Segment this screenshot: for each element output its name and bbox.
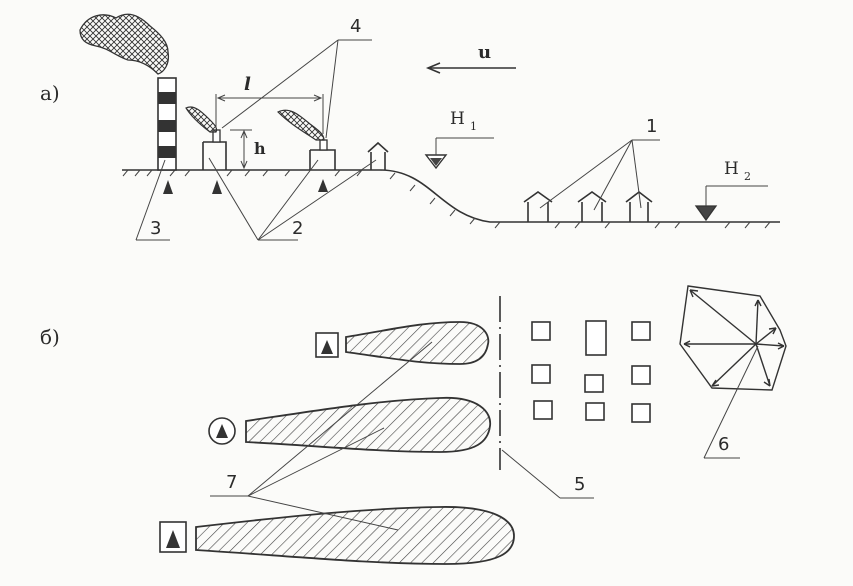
pollution-plume-middle bbox=[245, 397, 491, 453]
distance-dimension bbox=[215, 94, 324, 134]
source-middle bbox=[208, 417, 236, 445]
wind-label: u bbox=[478, 42, 491, 63]
level2-label: H bbox=[724, 159, 739, 179]
callout-4: 4 bbox=[350, 16, 361, 37]
monitoring-posts-a bbox=[163, 179, 328, 194]
tall-smokestack bbox=[157, 77, 177, 171]
house-on-hill bbox=[367, 141, 389, 170]
panel-a-label: а) bbox=[40, 81, 60, 105]
wind-rose bbox=[679, 285, 787, 391]
level1-subscript: 1 bbox=[470, 120, 477, 133]
callout-6: 6 bbox=[718, 434, 729, 455]
residential-houses bbox=[523, 190, 653, 222]
distance-label: l bbox=[244, 74, 251, 95]
pollution-plume-upper bbox=[345, 321, 490, 365]
level1-label: H bbox=[450, 109, 465, 129]
callout-2: 2 bbox=[292, 218, 303, 239]
height-label: h bbox=[254, 139, 266, 158]
industrial-building-right bbox=[276, 109, 336, 170]
panel-b-label: б) bbox=[40, 325, 60, 349]
ground-hatch bbox=[122, 169, 771, 229]
stack-smoke-plume bbox=[79, 13, 170, 75]
level-marker-h2 bbox=[694, 185, 768, 222]
callout-3: 3 bbox=[150, 218, 161, 239]
pollution-plume-lower bbox=[195, 506, 515, 565]
wind-direction-arrow bbox=[425, 62, 516, 74]
level2-subscript: 2 bbox=[744, 170, 751, 183]
industrial-building-left bbox=[185, 106, 227, 170]
ground-profile bbox=[122, 169, 780, 223]
callout-7: 7 bbox=[226, 472, 237, 493]
residential-blocks bbox=[531, 320, 651, 423]
source-lower bbox=[159, 521, 187, 553]
callout-1: 1 bbox=[646, 116, 657, 137]
callout-5: 5 bbox=[574, 474, 585, 495]
leader-lines-b bbox=[210, 341, 759, 531]
source-upper bbox=[315, 332, 339, 358]
leader-lines-a bbox=[135, 39, 660, 241]
level-marker-h1 bbox=[424, 137, 494, 170]
height-dimension bbox=[230, 129, 252, 170]
